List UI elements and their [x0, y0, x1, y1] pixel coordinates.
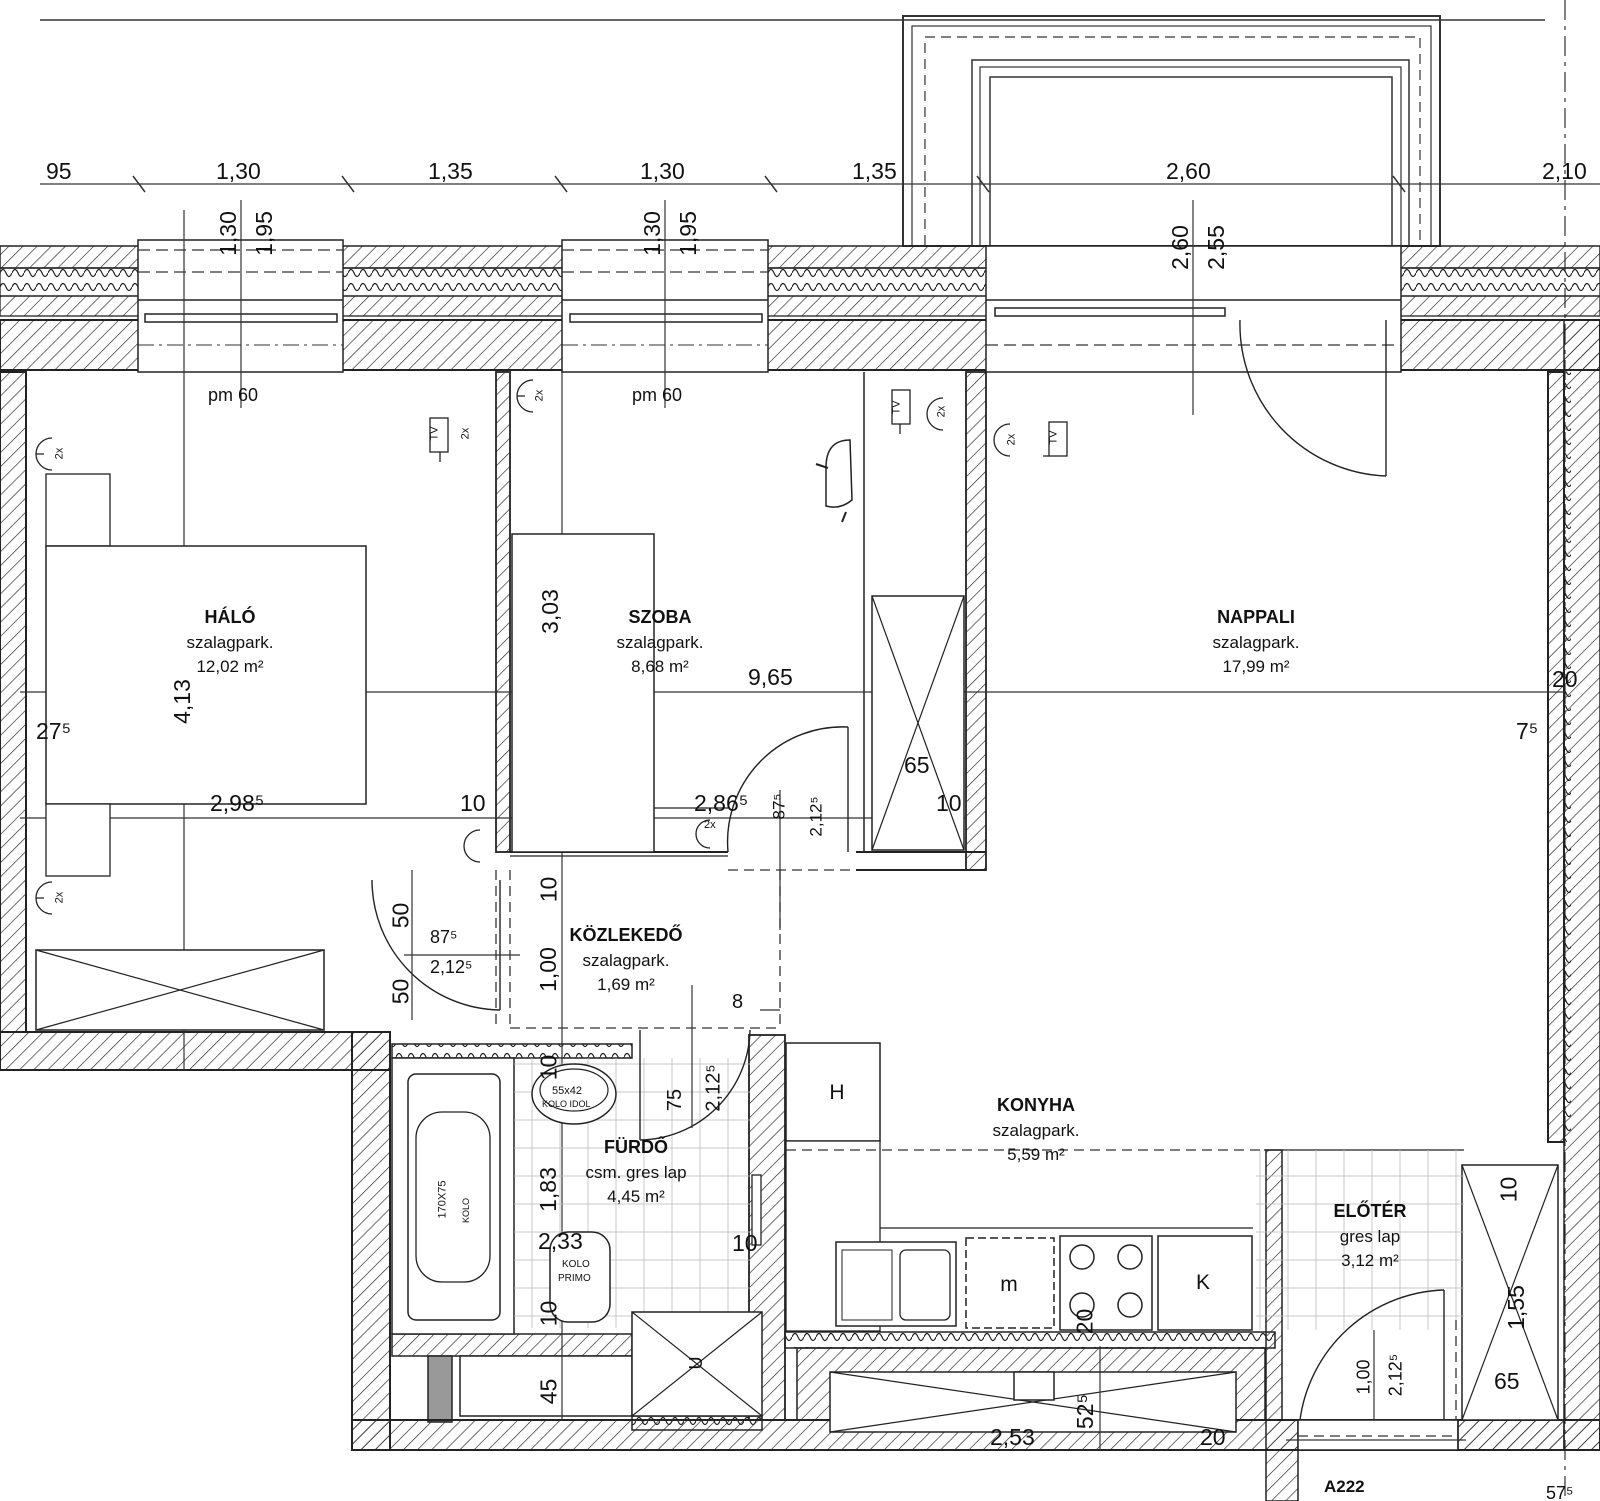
room-halo-area: 12,02 m²	[196, 657, 264, 676]
dim-50-b: 50	[387, 978, 414, 1005]
room-furdo-area: 4,45 m²	[607, 1187, 665, 1206]
microwave-label: m	[1000, 1273, 1018, 1296]
window-1-width: 1,30	[214, 211, 241, 256]
dim-kitchen-253: 2,53	[990, 1424, 1035, 1450]
dim-wall-10-c: 10	[535, 876, 562, 903]
room-kozlekedo-name: KÖZLEKEDŐ	[569, 925, 683, 945]
socket-szoba-1-label: 2x	[533, 389, 546, 402]
room-nappali-floor: szalagpark.	[1212, 633, 1300, 652]
window-1-sill: pm 60	[208, 385, 259, 405]
dim-kitchen-20b: 20	[1200, 1424, 1226, 1450]
room-konyha-floor: szalagpark.	[992, 1121, 1080, 1140]
top-dimension-5: 1,35	[852, 158, 897, 184]
dim-kitchen-525: 52⁵	[1072, 1393, 1099, 1430]
room-szoba-floor: szalagpark.	[616, 633, 704, 652]
room-furdo-floor: csm. gres lap	[585, 1163, 687, 1182]
dim-bath-233: 2,33	[538, 1228, 583, 1254]
room-halo-floor: szalagpark.	[186, 633, 274, 652]
top-dimension-4: 1,30	[640, 158, 685, 184]
room-szoba-name: SZOBA	[628, 607, 692, 627]
top-dimension-1: 95	[46, 158, 72, 184]
room-nappali-area: 17,99 m²	[1222, 657, 1290, 676]
dim-bath-10: 10	[732, 1230, 758, 1256]
dim-50-a: 50	[387, 902, 414, 929]
unit-label: A222	[1324, 1477, 1365, 1496]
room-halo-name: HÁLÓ	[204, 607, 256, 627]
dim-szoba-width: 2,86⁵	[694, 790, 749, 816]
dim-door-875-a: 87⁵	[430, 927, 458, 947]
socket-szoba-3-label: 2x	[704, 819, 716, 831]
wc-brand: KOLO	[562, 1259, 590, 1270]
dim-szoba-depth: 3,03	[536, 589, 563, 634]
room-konyha-name: KONYHA	[996, 1095, 1075, 1115]
dim-wall-10-b: 10	[936, 790, 962, 816]
tv-socket-halo-label: TV	[428, 426, 441, 441]
dim-right-20: 20	[1552, 666, 1578, 692]
dim-door-875-b: 87⁵	[769, 793, 789, 820]
socket-szoba-2-label: 2x	[935, 405, 948, 418]
top-dimension-3: 1,35	[428, 158, 473, 184]
dim-wall-10-f: 10	[1495, 1176, 1522, 1203]
dim-8: 8	[732, 991, 744, 1013]
room-kozlekedo-area: 1,69 m²	[597, 975, 655, 994]
wc-model: PRIMO	[558, 1273, 591, 1284]
dim-corner: 57⁵	[1546, 1483, 1574, 1501]
window-2-width: 1,30	[638, 211, 665, 256]
window-1-height: 1,95	[250, 211, 277, 256]
dim-door-2125-c: 2,12⁵	[702, 1064, 725, 1112]
room-eloter-area: 3,12 m²	[1341, 1251, 1399, 1270]
dim-kozlekedo-100: 1,00	[534, 947, 561, 992]
room-kozlekedo-floor: szalagpark.	[582, 951, 670, 970]
dim-wall-10-d: 10	[535, 1054, 562, 1081]
bathtub-brand: KOLO	[461, 1197, 472, 1224]
top-dimension-7: 2,10	[1542, 158, 1587, 184]
dim-wall-10-a: 10	[460, 790, 486, 816]
room-szoba-area: 8,68 m²	[631, 657, 689, 676]
room-eloter-name: ELŐTÉR	[1333, 1201, 1407, 1221]
window-2-sill: pm 60	[632, 385, 683, 405]
dim-65-b: 65	[1494, 1368, 1520, 1394]
washbasin-size: 55x42	[552, 1085, 582, 1097]
room-furdo-name: FÜRDŐ	[604, 1137, 668, 1157]
dim-bath-45: 45	[535, 1378, 562, 1405]
washbasin-brand: KOLO IDOL	[542, 1099, 591, 1109]
dim-left-wall: 27⁵	[36, 718, 72, 744]
room-konyha-area: 5,59 m²	[1007, 1145, 1065, 1164]
tv-socket-szoba-label: TV	[890, 400, 903, 415]
dim-right-wall: 7⁵	[1516, 718, 1539, 744]
cabinet-k-label: K	[1195, 1271, 1210, 1294]
window-2-height: 1,95	[674, 211, 701, 256]
bathtub-size: 170X75	[436, 1180, 449, 1219]
dim-65-a: 65	[904, 752, 930, 778]
balcony-door-width: 2,60	[1166, 225, 1193, 270]
dim-eloter-2125: 2,12⁵	[1385, 1353, 1406, 1397]
heater-label: U	[686, 1356, 706, 1370]
dim-eloter-100: 1,00	[1353, 1359, 1374, 1395]
socket-nappali-label: 2x	[1005, 433, 1018, 446]
dim-door-2125-b: 2,12⁵	[806, 796, 826, 837]
top-dimension-6: 2,60	[1166, 158, 1211, 184]
dim-halo-width: 2,98⁵	[210, 790, 265, 816]
dim-kitchen-20: 20	[1071, 1308, 1098, 1335]
dim-total-width: 9,65	[748, 664, 793, 690]
balcony-door-height: 2,55	[1202, 225, 1229, 270]
top-dimension-2: 1,30	[216, 158, 261, 184]
tv-socket-nappali-label: TV	[1047, 430, 1060, 445]
socket-halo-1-label: 2x	[53, 447, 66, 460]
fridge-label: H	[829, 1081, 845, 1104]
dim-bath-183: 1,83	[534, 1167, 561, 1212]
dim-door-75: 75	[664, 1088, 687, 1112]
room-nappali-name: NAPPALI	[1217, 607, 1295, 627]
dim-halo-depth: 4,13	[168, 679, 195, 724]
socket-halo-3-label: 2x	[459, 427, 472, 440]
dim-eloter-155: 1,55	[1502, 1285, 1529, 1330]
room-eloter-floor: gres lap	[1339, 1227, 1401, 1246]
socket-halo-2-label: 2x	[53, 891, 66, 904]
dim-wall-10-e: 10	[535, 1300, 562, 1327]
dim-door-2125-a: 2,12⁵	[430, 957, 473, 977]
